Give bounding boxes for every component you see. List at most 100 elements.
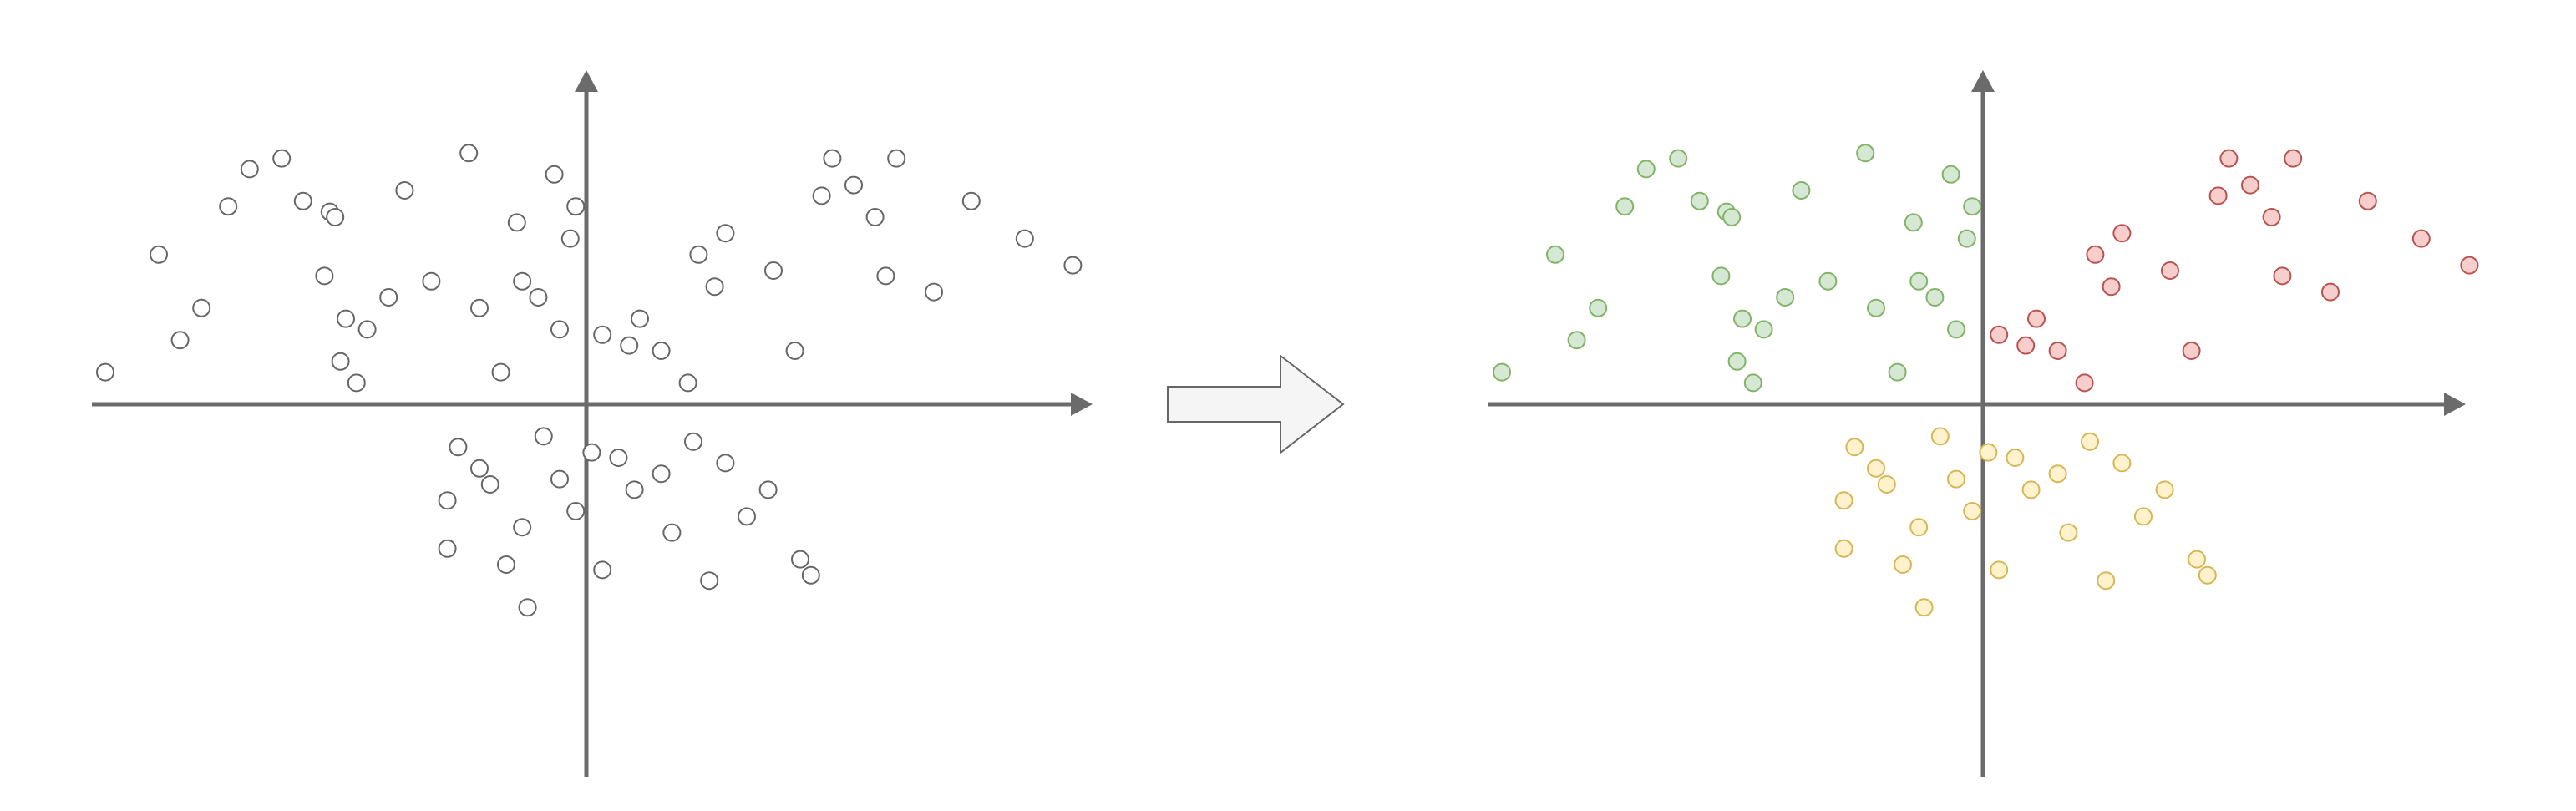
data-point	[529, 288, 548, 307]
data-point-green-cluster	[1690, 191, 1709, 210]
data-point	[219, 197, 238, 216]
data-point	[625, 480, 644, 499]
data-point	[758, 480, 778, 499]
data-point	[844, 175, 863, 195]
data-point-yellow-cluster	[1914, 598, 1934, 617]
data-point	[379, 288, 398, 307]
data-point	[438, 491, 457, 510]
clustered-points	[1493, 144, 2479, 617]
data-point	[684, 432, 702, 451]
data-point	[887, 149, 906, 168]
data-point	[785, 342, 804, 360]
data-point-green-cluster	[1546, 245, 1564, 264]
data-point	[609, 449, 628, 467]
data-point	[459, 144, 479, 163]
data-point-green-cluster	[1776, 288, 1795, 307]
data-point	[620, 336, 639, 355]
data-point-red-cluster	[2321, 282, 2340, 302]
left-y-axis-arrowhead	[575, 70, 598, 92]
data-point-green-cluster	[1567, 331, 1586, 350]
data-point	[395, 181, 414, 200]
data-point-red-cluster	[2273, 266, 2292, 286]
data-point-yellow-cluster	[2059, 523, 2078, 542]
data-point	[449, 438, 468, 457]
data-point-green-cluster	[1589, 298, 1608, 317]
data-point-red-cluster	[2027, 309, 2046, 328]
data-point-green-cluster	[1669, 149, 1688, 168]
data-point-green-cluster	[1792, 181, 1811, 200]
data-point-green-cluster	[1909, 271, 1929, 291]
data-point-red-cluster	[2086, 245, 2105, 264]
data-point	[738, 507, 756, 526]
data-point-red-cluster	[2284, 149, 2303, 168]
data-point	[545, 165, 564, 184]
data-point	[961, 191, 981, 210]
data-point	[801, 565, 820, 585]
data-point-red-cluster	[2460, 256, 2479, 275]
data-point	[662, 523, 682, 542]
data-point	[337, 309, 355, 328]
data-point	[652, 342, 671, 360]
data-point-yellow-cluster	[1963, 502, 1982, 520]
data-point	[507, 213, 526, 232]
data-point-green-cluster	[1615, 197, 1635, 216]
data-point	[272, 149, 292, 168]
data-point	[689, 245, 708, 264]
data-point-red-cluster	[2102, 277, 2121, 297]
right-y-axis-arrowhead	[1971, 70, 1995, 92]
data-point	[716, 454, 735, 473]
data-point-yellow-cluster	[2021, 480, 2041, 499]
data-point	[150, 245, 168, 264]
data-point-red-cluster	[2219, 149, 2239, 168]
data-point	[513, 271, 532, 291]
data-point-yellow-cluster	[2097, 571, 2116, 591]
data-point-green-cluster	[1856, 144, 1875, 163]
data-point-yellow-cluster	[1834, 539, 1853, 558]
data-point	[791, 550, 809, 569]
data-point-green-cluster	[1867, 298, 1885, 317]
data-point	[764, 261, 783, 280]
data-point-yellow-cluster	[1867, 459, 1885, 478]
data-point-yellow-cluster	[2188, 550, 2206, 569]
data-point	[240, 160, 259, 179]
data-point-red-cluster	[2112, 224, 2132, 243]
data-point	[470, 298, 489, 317]
data-point-green-cluster	[1904, 213, 1923, 232]
data-point	[192, 298, 211, 317]
data-point-yellow-cluster	[1930, 427, 1950, 446]
data-point	[593, 325, 612, 344]
data-point-red-cluster	[2182, 342, 2201, 360]
data-point	[566, 197, 586, 216]
data-point	[315, 266, 334, 286]
data-point	[582, 443, 601, 462]
data-point	[700, 571, 719, 591]
data-point	[470, 459, 489, 478]
data-point-green-cluster	[1888, 362, 1907, 382]
data-point	[550, 469, 569, 489]
data-point	[422, 271, 441, 291]
data-point	[438, 539, 457, 558]
data-point-yellow-cluster	[2112, 454, 2132, 473]
data-point	[480, 475, 499, 494]
data-point-yellow-cluster	[2006, 449, 2025, 467]
data-point-yellow-cluster	[2048, 464, 2067, 484]
data-point-green-cluster	[1711, 266, 1731, 286]
data-point-green-cluster	[1818, 271, 1838, 291]
data-point	[1063, 256, 1083, 275]
left-x-axis-arrowhead	[1071, 393, 1093, 416]
data-point	[925, 282, 943, 302]
data-point	[170, 331, 190, 350]
data-point-yellow-cluster	[1845, 438, 1864, 457]
right-panel	[1488, 70, 2479, 777]
right-block-arrow-icon	[1167, 353, 1345, 455]
data-point-red-cluster	[2358, 191, 2377, 210]
data-point	[1015, 229, 1034, 248]
data-point-yellow-cluster	[1894, 555, 1912, 574]
data-point-green-cluster	[1947, 320, 1965, 339]
data-point	[96, 362, 114, 382]
data-point-green-cluster	[1963, 197, 1982, 216]
data-point-red-cluster	[2208, 186, 2228, 205]
transition-arrow	[1167, 353, 1345, 455]
data-point-green-cluster	[1957, 229, 1976, 248]
